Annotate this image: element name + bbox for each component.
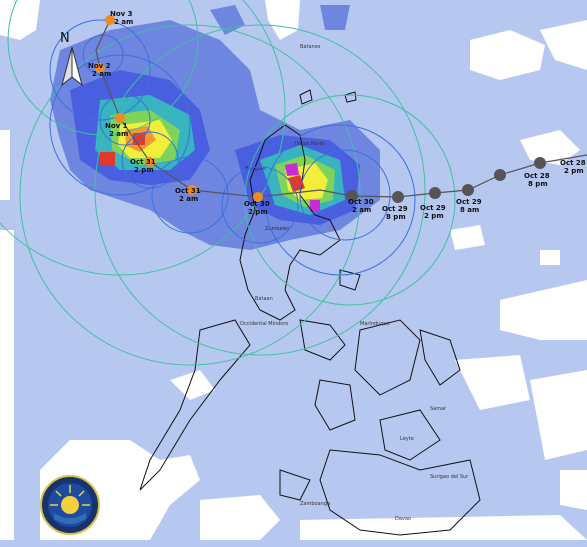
svg-text:Samar: Samar [430, 406, 447, 412]
agency-logo [40, 475, 100, 535]
svg-text:Davao: Davao [395, 516, 411, 522]
svg-text:Benguet: Benguet [245, 166, 266, 172]
past-track-point-0 [346, 190, 358, 202]
cone-circles [49, 19, 416, 276]
forecast-track-point-0 [253, 192, 263, 202]
svg-text:Zamboanga: Zamboanga [300, 501, 330, 507]
svg-text:Marinduque: Marinduque [360, 321, 390, 327]
past-track-point-3 [462, 184, 474, 196]
svg-text:Ilocos Norte: Ilocos Norte [295, 141, 325, 147]
province-labels: Batanes Ilocos Norte Benguet Zambales Ba… [240, 44, 469, 522]
forecast-track-point-2 [145, 157, 155, 167]
past-track-point-1 [392, 191, 404, 203]
past-track-point-2 [429, 187, 441, 199]
svg-text:Surigao del Sur: Surigao del Sur [430, 474, 469, 480]
north-label: N [60, 31, 70, 46]
svg-text:Bataan: Bataan [255, 296, 273, 302]
land-outline [139, 89, 481, 536]
svg-text:Occidental Mindoro: Occidental Mindoro [240, 321, 288, 327]
svg-text:Zambales: Zambales [265, 226, 290, 232]
forecast-track-point-4 [95, 63, 105, 73]
past-track-point-5 [534, 157, 546, 169]
past-track-point-4 [494, 169, 506, 181]
north-arrow: N [60, 31, 83, 87]
forecast-track-point-5 [105, 15, 115, 25]
svg-text:Leyte: Leyte [400, 436, 414, 442]
forecast-track-point-1 [187, 185, 197, 195]
svg-text:Batanes: Batanes [300, 44, 321, 50]
forecast-track-point-3 [115, 113, 125, 123]
wind-radius-circles [0, 0, 456, 366]
track-line [95, 19, 587, 198]
